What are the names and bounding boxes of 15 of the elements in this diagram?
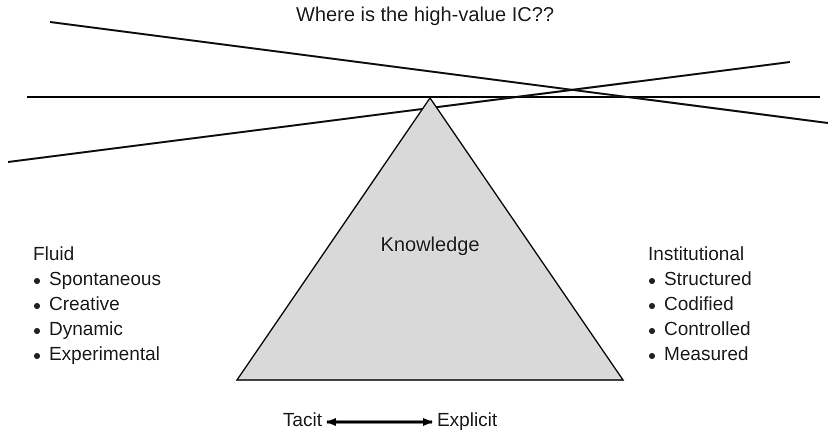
axis-label: Tacit: [282, 410, 322, 432]
list-item: Measured: [664, 344, 748, 366]
list-heading: Fluid: [33, 244, 74, 266]
list-item: Structured: [664, 269, 752, 291]
list-item: Dynamic: [49, 319, 123, 341]
list-item: Creative: [49, 294, 120, 316]
list-item: Spontaneous: [49, 269, 161, 291]
list-item: Controlled: [664, 319, 751, 341]
list-heading: Institutional: [648, 244, 744, 266]
title: Where is the high-value IC??: [295, 4, 555, 26]
list-item: Experimental: [49, 344, 160, 366]
axis-label: Explicit: [437, 410, 498, 432]
triangle-label: Knowledge: [230, 234, 630, 256]
list-item: Codified: [664, 294, 734, 316]
double-arrow: [326, 418, 433, 426]
